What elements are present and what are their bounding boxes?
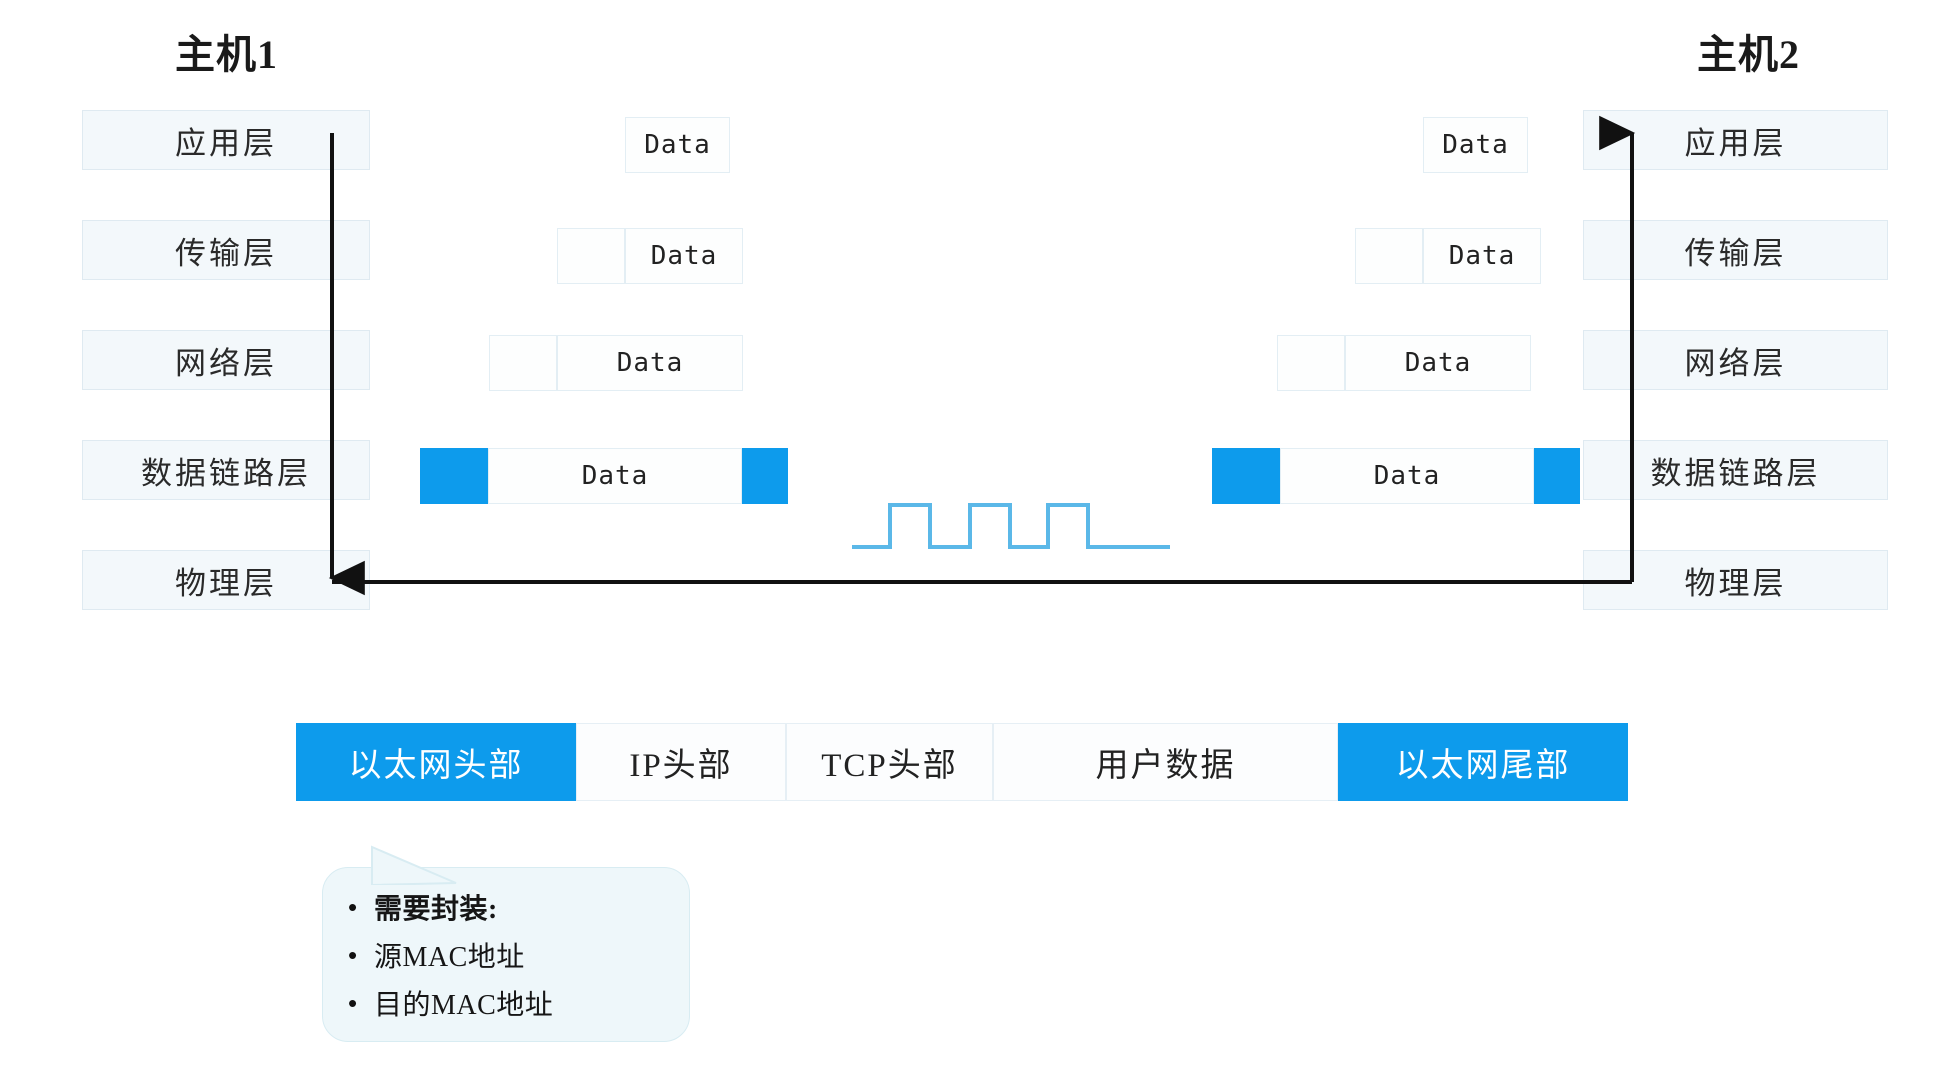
ethernet-trailer-block (1534, 448, 1580, 504)
callout-item: • 目的MAC地址 (322, 979, 690, 1027)
right-layer-application[interactable]: 应用层 (1583, 110, 1888, 170)
ethernet-header-block (420, 448, 488, 504)
right-layer-physical[interactable]: 物理层 (1583, 550, 1888, 610)
callout-item-label: 需要封装: (374, 894, 498, 925)
packet-header-segment (489, 335, 557, 391)
right-layer-transport[interactable]: 传输层 (1583, 220, 1888, 280)
left-layer-physical[interactable]: 物理层 (82, 550, 370, 610)
left-packet-datalink: Data (420, 448, 788, 504)
left-layer-datalink[interactable]: 数据链路层 (82, 440, 370, 500)
packet-header-segment (1277, 335, 1345, 391)
packet-data-segment: Data (625, 117, 730, 173)
right-layer-datalink[interactable]: 数据链路层 (1583, 440, 1888, 500)
encap-cell-ethernet-trailer[interactable]: 以太网尾部 (1338, 723, 1628, 801)
callout-bubble-body (322, 867, 690, 1042)
host1-title: 主机1 (175, 32, 278, 77)
encap-cell-ethernet-header[interactable]: 以太网头部 (296, 723, 576, 801)
encap-cell-tcp-header[interactable]: TCP头部 (786, 723, 993, 801)
left-packet-transport: Data (557, 228, 743, 284)
left-packet-application: Data (625, 117, 730, 173)
packet-data-segment: Data (1280, 448, 1534, 504)
bullet-icon: • (348, 988, 358, 1018)
encap-cell-user-data[interactable]: 用户数据 (993, 723, 1338, 801)
encap-cell-ip-header[interactable]: IP头部 (576, 723, 786, 801)
host2-title: 主机2 (1697, 32, 1800, 77)
encapsulation-bar: 以太网头部 IP头部 TCP头部 用户数据 以太网尾部 (296, 723, 1628, 801)
bullet-icon: • (348, 892, 358, 922)
left-layer-application[interactable]: 应用层 (82, 110, 370, 170)
callout-tail-pointer (371, 845, 457, 885)
bullet-icon: • (348, 940, 358, 970)
right-packet-network: Data (1277, 335, 1531, 391)
right-packet-datalink: Data (1212, 448, 1580, 504)
ethernet-header-block (1212, 448, 1280, 504)
packet-data-segment: Data (1423, 228, 1541, 284)
packet-data-segment: Data (1423, 117, 1528, 173)
callout-items-list: • 需要封装: • 源MAC地址 • 目的MAC地址 (322, 867, 690, 1042)
left-layer-network[interactable]: 网络层 (82, 330, 370, 390)
callout-item: • 需要封装: (322, 883, 690, 931)
encapsulation-callout: • 需要封装: • 源MAC地址 • 目的MAC地址 (322, 845, 690, 1042)
callout-item-label: 源MAC地址 (374, 942, 525, 973)
callout-item: • 源MAC地址 (322, 931, 690, 979)
callout-item-label: 目的MAC地址 (374, 990, 554, 1021)
right-packet-application: Data (1423, 117, 1528, 173)
left-packet-network: Data (489, 335, 743, 391)
packet-header-segment (1355, 228, 1423, 284)
right-packet-transport: Data (1355, 228, 1541, 284)
packet-data-segment: Data (625, 228, 743, 284)
square-wave-signal-icon (852, 503, 1170, 549)
packet-header-segment (557, 228, 625, 284)
packet-data-segment: Data (1345, 335, 1531, 391)
packet-data-segment: Data (488, 448, 742, 504)
right-layer-network[interactable]: 网络层 (1583, 330, 1888, 390)
left-layer-transport[interactable]: 传输层 (82, 220, 370, 280)
packet-data-segment: Data (557, 335, 743, 391)
ethernet-trailer-block (742, 448, 788, 504)
